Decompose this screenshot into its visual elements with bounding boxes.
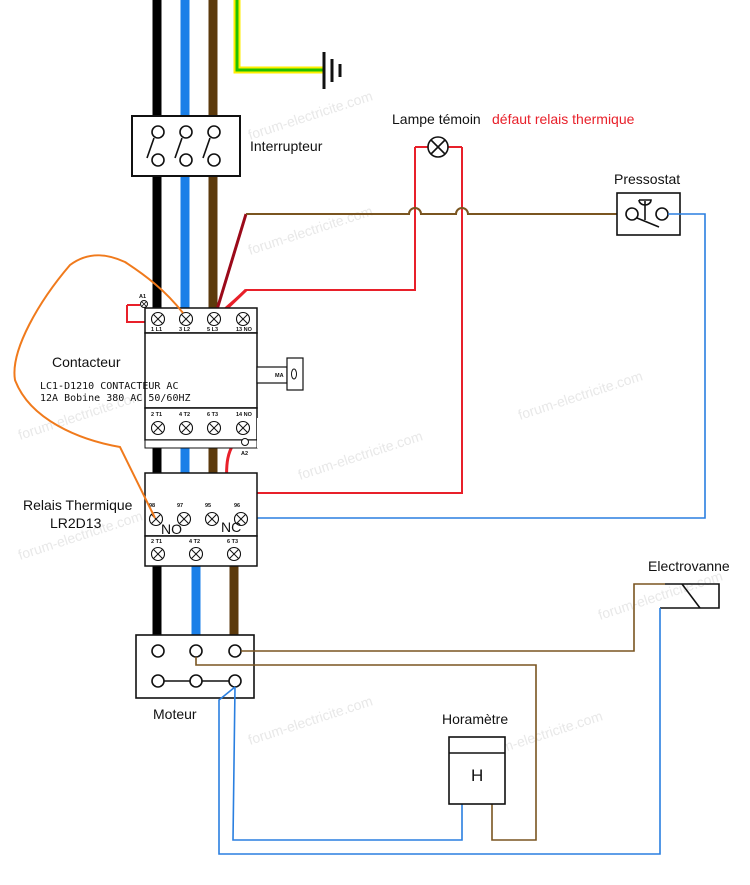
contactor-bottom-terminal[interactable] [206,420,222,436]
relay-nc-label: NC [221,519,241,535]
horametre-meter[interactable]: H [448,736,506,805]
relais-label-line2: LR2D13 [50,515,102,531]
pressostat-return-wire [228,213,706,519]
coil-a2-terminal[interactable] [241,438,249,446]
relay-aux-terminal[interactable] [176,511,192,527]
orange-control-wire [13,254,184,519]
relay-aux-terminal-label: 95 [205,503,211,509]
contactor-bottom-terminal-label: 4 T2 [179,412,190,418]
contactor-top-terminal-label: 13 NO [236,327,253,333]
blue-aux-wires [218,608,661,855]
relay-aux-terminal[interactable] [233,511,249,527]
contactor-bottom-terminal[interactable] [235,420,251,436]
relay-aux-terminal-label: 98 [149,503,155,509]
horametre-label: Horamètre [442,711,508,727]
earth-wire [233,0,325,74]
relais-label-line1: Relais Thermique [23,497,133,513]
coil-a1-terminal[interactable] [140,300,148,308]
lampe-defaut-label: défaut relais thermique [492,111,635,127]
coil-a1-label: A1 [139,294,146,300]
contactor-top-terminal[interactable] [235,311,251,327]
electrovanne-label: Electrovanne [648,558,730,574]
contactor-bottom-terminal-label: 14 NO [236,412,253,418]
motor[interactable] [135,634,255,699]
contactor-bottom-terminals: 2 T1 4 T2 6 T3 14 NO [150,412,253,436]
watermark: forum-electricite.com [246,87,375,142]
watermark: forum-electricite.com [246,692,375,747]
contacteur-ref-line2: 12A Bobine 380 AC 50/60HZ [40,393,191,404]
contactor-ma-label: MA [275,373,284,379]
contactor-bottom-terminal-label: 6 T3 [207,412,218,418]
control-wires-red [126,146,463,521]
watermark: forum-electricite.com [246,202,375,257]
electrovanne-coil[interactable] [660,583,720,609]
relay-bottom-terminal[interactable] [226,546,242,562]
label-mask [257,418,287,448]
contactor-bottom-terminal[interactable] [178,420,194,436]
relay-aux-terminal-label: 97 [177,503,183,509]
pressostat-supply-wire [246,207,618,215]
contacteur-ref-line1: LC1-D1210 CONTACTEUR AC [40,381,178,392]
contacteur-label: Contacteur [52,354,121,370]
relay-bottom-terminal-label: 4 T2 [189,539,200,545]
contactor-bottom-terminal-label: 2 T1 [151,412,162,418]
lamp-icon [427,136,449,158]
coil-a2-label: A2 [241,451,248,457]
ground-icon [322,52,342,89]
watermark: forum-electricite.com [296,427,425,482]
moteur-label: Moteur [153,706,197,722]
contactor-top-terminal[interactable] [150,311,166,327]
relay-aux-terminal-label: 96 [234,503,240,509]
contactor-top-terminal[interactable] [178,311,194,327]
interrupteur-switch[interactable] [131,115,241,177]
horametre-symbol: H [471,766,483,785]
relay-bottom-terminal[interactable] [188,546,204,562]
pressostat-label: Pressostat [614,171,680,187]
contactor-top-terminal-label: 3 L2 [179,327,190,333]
relay-no-label: NO [161,521,182,537]
relay-bottom-terminal[interactable] [150,546,166,562]
relay-bottom-terminal-label: 2 T1 [151,539,162,545]
lampe-label: Lampe témoin [392,111,481,127]
contactor-top-terminal-label: 5 L3 [207,327,218,333]
contactor-top-terminal[interactable] [206,311,222,327]
watermark-layer: forum-electricite.com forum-electricite.… [16,87,725,762]
contactor-top-terminal-label: 1 L1 [151,327,162,333]
brown-aux-wires [195,583,665,841]
contactor-top-terminals: 1 L1 3 L2 5 L3 13 NO [150,311,253,333]
relay-bottom-terminal-label: 6 T3 [227,539,238,545]
relay-bottom-terminals: 2 T1 4 T2 6 T3 [150,539,242,562]
watermark: forum-electricite.com [516,367,645,422]
contactor-bottom-terminal[interactable] [150,420,166,436]
relay-aux-terminal[interactable] [204,511,220,527]
interrupteur-label: Interrupteur [250,138,323,154]
